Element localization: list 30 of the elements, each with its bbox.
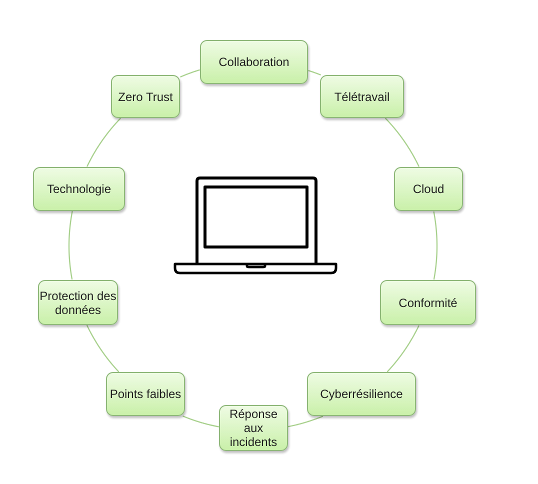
- topic-box: [394, 167, 463, 211]
- topic-label: Réponse aux incidents: [228, 407, 279, 449]
- topic-box: [219, 405, 288, 451]
- topic-label: Conformité: [398, 296, 458, 310]
- topic-box: [38, 280, 118, 325]
- connector-arc: [386, 325, 420, 372]
- topic-label: Télétravail: [334, 90, 390, 104]
- topic-box: [200, 40, 308, 84]
- topic-label: Points faibles: [110, 387, 182, 401]
- connector-arc: [433, 211, 438, 280]
- connector-arc: [180, 69, 200, 78]
- topic-label: Cloud: [412, 182, 444, 196]
- topic-box: [307, 372, 416, 416]
- topic-box: [33, 167, 125, 211]
- connector-arc: [308, 70, 321, 76]
- connector-arc: [288, 416, 324, 428]
- topic-box: [380, 280, 476, 325]
- topic-label: Cyberrésilience: [320, 387, 403, 401]
- connector-arc: [182, 416, 219, 428]
- topic-box: [106, 372, 185, 416]
- topic-box: [111, 75, 180, 118]
- topic-label: Zero Trust: [118, 90, 173, 104]
- connector-arc: [68, 211, 73, 280]
- connector-arc: [86, 118, 122, 167]
- topic-box: [320, 75, 404, 118]
- topic-label: Protection des données: [39, 288, 117, 316]
- topic-label: Collaboration: [218, 55, 290, 69]
- topic-label: Technologie: [46, 182, 112, 196]
- connector-arc: [384, 118, 420, 167]
- connector-arc: [86, 324, 120, 372]
